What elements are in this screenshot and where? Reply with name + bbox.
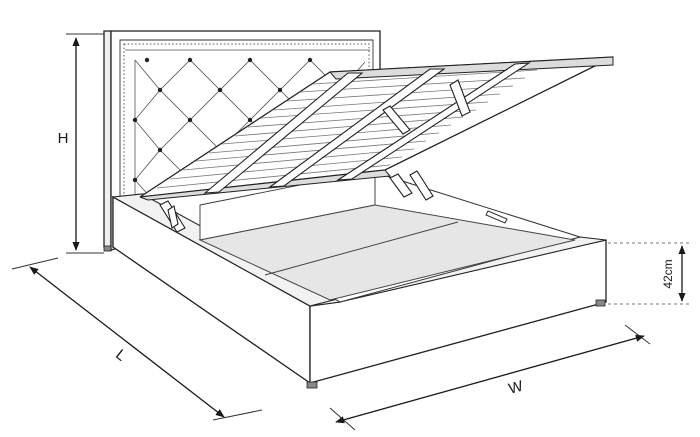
- height-label: H: [58, 130, 69, 147]
- bed-foot: [103, 245, 112, 252]
- bed-base: [103, 169, 607, 389]
- bed-foot: [306, 381, 318, 389]
- bed-foot: [595, 299, 606, 307]
- width-label: W: [507, 377, 526, 397]
- length-arrow: [29, 266, 225, 418]
- lifted-platform: [139, 56, 614, 201]
- pull-strap: [485, 210, 508, 224]
- gas-lift-struts: [159, 79, 471, 233]
- storage-height-dimension: 42cm: [608, 242, 692, 305]
- height-dimension: H: [58, 33, 104, 254]
- length-label: L: [112, 346, 129, 365]
- width-dimension: W: [329, 324, 651, 431]
- storage-floor: [198, 204, 576, 301]
- storage-height-label: 42cm: [661, 259, 675, 288]
- width-arrow: [335, 334, 645, 424]
